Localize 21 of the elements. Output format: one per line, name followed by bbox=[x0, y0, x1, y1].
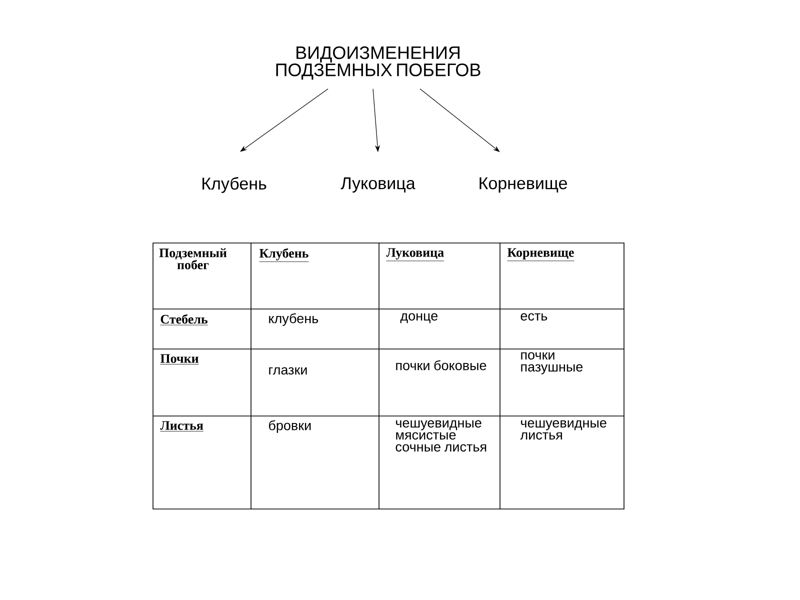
category-text: Корневище bbox=[480, 177, 567, 193]
header-text: Подземный побег bbox=[159, 248, 227, 270]
cell-text: глазки bbox=[269, 367, 307, 375]
header-text: Почки bbox=[160, 354, 199, 364]
category-text: Луковица bbox=[340, 177, 416, 193]
cell-text: донце bbox=[400, 313, 438, 324]
cell-text: чешуевидные мясистые сочные листья bbox=[396, 420, 486, 452]
cell-text: почки пазушные bbox=[521, 352, 583, 374]
cell-text: почки боковые bbox=[396, 360, 486, 370]
header-text: Листья bbox=[160, 421, 204, 432]
cell-text: есть bbox=[520, 313, 548, 321]
cell-text: чешуевидные листья bbox=[520, 420, 606, 440]
category-text: Клубень bbox=[202, 177, 266, 193]
cell-text: бровки bbox=[269, 420, 311, 433]
header-text: Луковица bbox=[386, 248, 444, 262]
header-text: Клубень bbox=[259, 248, 309, 262]
header-text: Корневище bbox=[507, 248, 574, 262]
heading-text: ВИДОИЗМЕНЕНИЯ ПОДЗЕМНЫХ ПОБЕГОВ bbox=[276, 46, 480, 80]
cell-text: клубень bbox=[269, 313, 318, 326]
header-text: Стебель bbox=[160, 314, 208, 326]
arrow bbox=[240, 88, 328, 152]
